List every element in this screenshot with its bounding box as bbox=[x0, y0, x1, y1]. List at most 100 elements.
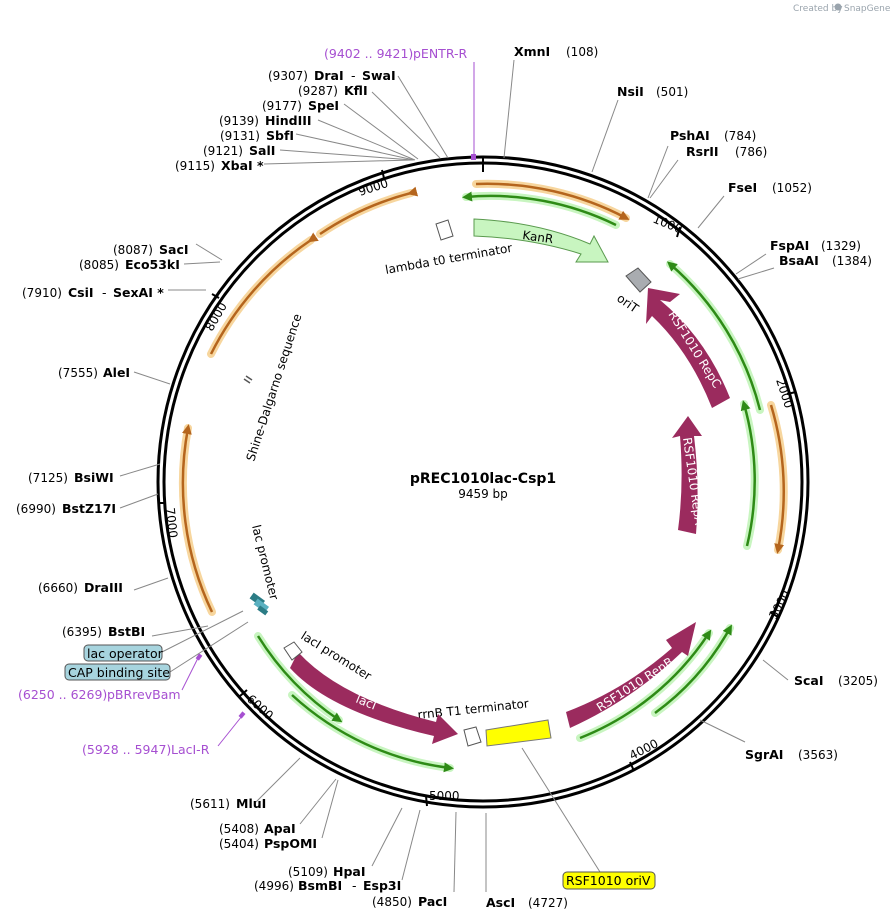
enzyme-pshai-pos: (784) bbox=[724, 129, 756, 143]
repb-feature bbox=[566, 622, 696, 728]
enzyme-scai: ScaI bbox=[794, 673, 824, 688]
lac-operator-leader bbox=[161, 610, 244, 653]
enzyme-csii-pos: (7910) bbox=[22, 286, 62, 300]
enzyme-bsaai-pos: (1384) bbox=[832, 254, 872, 268]
primer-pentr-r-name: pENTR-R bbox=[413, 46, 468, 61]
enzyme-kfli-pos: (9287) bbox=[298, 84, 338, 98]
enzyme-asci-pos: (4727) bbox=[528, 896, 568, 910]
enzyme-pspomi-pos: (5404) bbox=[219, 837, 259, 851]
scale-ticks bbox=[158, 169, 797, 807]
enzyme-asci: AscI bbox=[486, 895, 515, 910]
enzyme-bstbi: BstBI bbox=[108, 624, 145, 639]
snapgene-logo-icon bbox=[834, 3, 842, 11]
enzyme-esp3i: Esp3I bbox=[363, 878, 401, 893]
tick-label-3000: 3000 bbox=[766, 588, 793, 622]
repa-feature bbox=[672, 416, 702, 534]
primer-pbrrevbam-leader bbox=[181, 657, 199, 691]
enzyme-sep-dash: - bbox=[352, 878, 357, 893]
cap-binding-site-box bbox=[64, 663, 171, 681]
enzyme-bsmbi: BsmBI bbox=[298, 878, 342, 893]
kanr-feature bbox=[473, 218, 609, 263]
enzyme-drai: DraI bbox=[314, 68, 344, 83]
enzyme-fspai-pos: (1329) bbox=[821, 239, 861, 253]
enzyme-xmni: XmnI bbox=[514, 44, 550, 59]
laci-feature bbox=[290, 652, 458, 744]
enzyme-paci: PacI bbox=[418, 894, 447, 909]
rsf1010-oriv-label: RSF1010 oriV bbox=[566, 873, 651, 888]
lac-cluster bbox=[249, 592, 270, 616]
enzyme-saci: SacI bbox=[159, 242, 189, 257]
primer-pbrrevbam-mark bbox=[195, 653, 203, 661]
rrnb-terminator-label: rrnB T1 terminator bbox=[417, 696, 530, 722]
created-by-text: Created by bbox=[793, 4, 843, 14]
enzyme-mlui-pos: (5611) bbox=[190, 797, 230, 811]
enzyme-fsei-pos: (1052) bbox=[772, 181, 812, 195]
enzyme-bsmbi-pos: (4996) bbox=[254, 879, 294, 893]
enzyme-apai-pos: (5408) bbox=[219, 822, 259, 836]
enzyme-bstbi-pos: (6395) bbox=[62, 625, 102, 639]
enzyme-pspomi: PspOMI bbox=[264, 836, 317, 851]
enzyme-paci-pos: (4850) bbox=[372, 895, 412, 909]
enzyme-bstz17i: BstZ17I bbox=[62, 501, 116, 516]
enzyme-drai-pos: (9307) bbox=[268, 69, 308, 83]
plasmid-name: pREC1010lac-Csp1 bbox=[410, 471, 556, 487]
enzyme-leaders bbox=[119, 59, 789, 893]
enzyme-sbfi-pos: (9131) bbox=[220, 129, 260, 143]
enzyme-alei-pos: (7555) bbox=[58, 366, 98, 380]
lambda-terminator-icon bbox=[435, 219, 454, 241]
enzyme-sexai: SexAI * bbox=[113, 285, 164, 300]
enzyme-bstz17i-pos: (6990) bbox=[16, 502, 56, 516]
shine-dalgarno-label: Shine-Dalgarno sequence bbox=[244, 312, 305, 463]
enzyme-saci-pos: (8087) bbox=[113, 243, 153, 257]
tick-label-1000: 1000 bbox=[651, 212, 685, 236]
enzyme-nsii: NsiI bbox=[617, 84, 644, 99]
repc-feature bbox=[646, 288, 730, 408]
kanr-label: KanR bbox=[522, 228, 555, 246]
laci-promoter-icon bbox=[283, 641, 303, 661]
enzyme-sep-dash-3: - bbox=[351, 68, 356, 83]
enzyme-apai: ApaI bbox=[264, 821, 296, 836]
primer-pbrrevbam-name: pBRrevBam bbox=[107, 687, 181, 702]
enzyme-hpai-pos: (5109) bbox=[288, 865, 328, 879]
enzyme-bsaai: BsaAI bbox=[779, 253, 819, 268]
enzyme-alei: AleI bbox=[103, 365, 130, 380]
enzyme-xmni-pos: (108) bbox=[566, 45, 598, 59]
enzyme-eco53ki-pos: (8085) bbox=[79, 258, 119, 272]
enzyme-sbfi: SbfI bbox=[266, 128, 294, 143]
lac-operator-box bbox=[83, 644, 163, 662]
enzyme-hpai: HpaI bbox=[333, 864, 366, 879]
enzyme-sali-pos: (9121) bbox=[203, 144, 243, 158]
enzyme-bsiwi: BsiWI bbox=[74, 470, 114, 485]
enzyme-sgrai: SgrAI bbox=[745, 747, 783, 762]
primer-pbrrevbam-range: (6250 .. 6269) bbox=[18, 687, 107, 702]
enzyme-sep-dash-2: - bbox=[102, 285, 107, 300]
primer-laci-r-range: (5928 .. 5947) bbox=[82, 742, 171, 757]
lac-operator-label: lac operator bbox=[87, 646, 164, 661]
lac-promoter-label: lac promoter bbox=[249, 523, 281, 601]
enzyme-rsrii: RsrII bbox=[686, 144, 719, 159]
primer-laci-r-leader bbox=[217, 715, 243, 747]
enzyme-xbai-pos: (9115) bbox=[175, 159, 215, 173]
orit-feature bbox=[625, 267, 652, 293]
primer-laci-r-name: LacI-R bbox=[171, 742, 210, 757]
enzyme-kfli: KflI bbox=[344, 83, 368, 98]
shine-dalgarno-mark bbox=[245, 375, 253, 381]
enzyme-spei-pos: (9177) bbox=[262, 99, 302, 113]
enzyme-hindiii: HindIII bbox=[265, 113, 312, 128]
enzyme-nsii-pos: (501) bbox=[656, 85, 688, 99]
orit-label: oriT bbox=[614, 291, 641, 316]
cap-binding-site-label: CAP binding site bbox=[68, 665, 170, 680]
tick-label-7000: 7000 bbox=[163, 507, 180, 539]
tick-label-5000: 5000 bbox=[429, 789, 460, 803]
enzyme-scai-pos: (3205) bbox=[838, 674, 878, 688]
cap-site-leader bbox=[169, 621, 249, 673]
oriv-feature bbox=[485, 719, 552, 747]
orf-track-orange bbox=[178, 179, 788, 616]
enzyme-sali: SalI bbox=[249, 143, 275, 158]
enzyme-mlui: MluI bbox=[236, 796, 266, 811]
primer-laci-r-mark bbox=[238, 711, 246, 719]
orf-track-green bbox=[254, 191, 764, 773]
enzyme-hindiii-pos: (9139) bbox=[219, 114, 259, 128]
enzyme-draiii-pos: (6660) bbox=[38, 581, 78, 595]
primer-pentr-r-mark bbox=[471, 154, 476, 160]
